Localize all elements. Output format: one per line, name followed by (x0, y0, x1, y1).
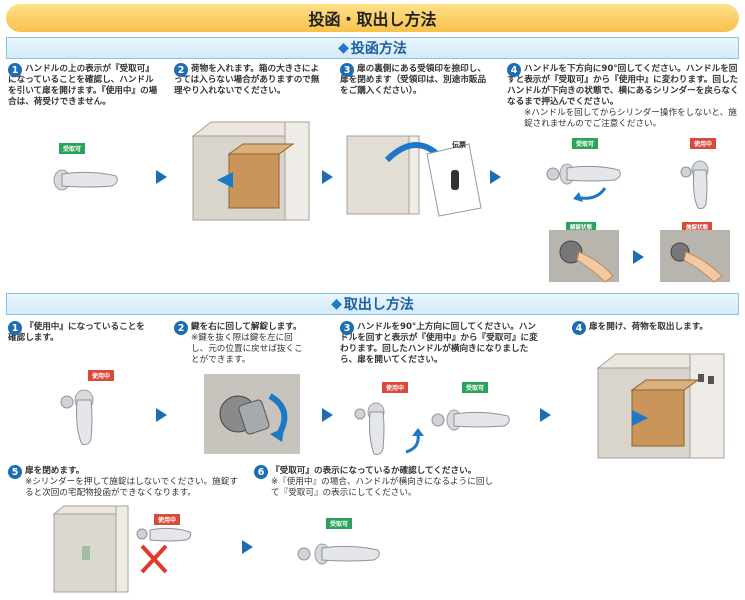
step-text: 扉の裏側にある受領印を捺印し、扉を閉めます（受領印は、別途市販品をご購入ください… (340, 64, 487, 96)
step-arrow-icon (156, 170, 167, 184)
retrieve-step-6: 6 『受取可』の表示になっているか確認してください。 ※『使用中』の場合、ハンド… (254, 465, 494, 499)
step-text: 扉を開け、荷物を取出します。 (589, 322, 709, 332)
step-number-badge: 5 (8, 465, 22, 479)
cylinder-press-locked-illustration (660, 230, 730, 283)
stamp-slip-illustration (346, 135, 482, 217)
closed-mailbox-illustration (52, 505, 129, 593)
retrieve-step-5: 5 扉を閉めます。 ※シリンダーを押して施錠はしないでください。施錠すると次回の… (8, 465, 238, 499)
diamond-icon: ◆ (331, 296, 342, 312)
section-heading-deposit: ◆ 投函方法 (6, 37, 739, 59)
cylinder-press-unlocked-illustration (549, 230, 619, 283)
status-badge-in-use: 使用中 (154, 514, 181, 525)
retrieve-step-3: 3 ハンドルを90°上方向に回してください。ハンドルを回すと表示が『使用中』から… (340, 321, 538, 366)
step-arrow-icon (540, 408, 551, 422)
deposit-step-2: 2 荷物を入れます。箱の大きさによっては入らない場合がありますので無理やり入れな… (174, 63, 324, 97)
step-number-badge: 2 (174, 321, 188, 335)
step-arrow-icon (322, 408, 333, 422)
step-arrow-icon (156, 408, 167, 422)
step-number-badge: 2 (174, 63, 188, 77)
status-badge-available: 受取可 (326, 518, 353, 529)
handle-horizontal-icon (431, 409, 510, 431)
status-badge-available: 受取可 (59, 143, 86, 154)
step-arrow-icon (242, 540, 253, 554)
mailbox-retrieve-illustration (596, 353, 725, 459)
handle-horizontal-icon (53, 169, 118, 191)
retrieve-step-2: 2 鍵を右に回して解錠します。 ※鍵を抜く際は鍵を左に回し、元の位置に戻せば抜く… (174, 321, 306, 366)
step-note: ※シリンダーを押して施錠はしないでください。施錠すると次回の宅配物投函ができなく… (25, 477, 238, 498)
status-badge-in-use: 使用中 (88, 370, 115, 381)
step-number-badge: 4 (572, 321, 586, 335)
status-badge-in-use: 使用中 (382, 382, 409, 393)
deposit-step-1: 1 ハンドルの上の表示が『受取可』になっていることを確認し、ハンドルを引いて扉を… (8, 63, 158, 108)
step-text: 『受取可』の表示になっているか確認してください。 (271, 466, 477, 476)
step-number-badge: 3 (340, 63, 354, 77)
status-badge-in-use: 使用中 (690, 138, 717, 149)
mailbox-insert-illustration (191, 121, 310, 221)
step-text: 『使用中』になっていることを確認します。 (8, 322, 145, 343)
handle-vertical-icon (60, 389, 94, 445)
diamond-icon: ◆ (338, 40, 349, 56)
slip-label: 伝票 (452, 141, 466, 149)
locked-status-label: 施錠状態 (682, 222, 713, 232)
rotate-up-arrow-icon (405, 428, 424, 454)
deposit-step-4: 4 ハンドルを下方向に90°回してください。ハンドルを回すと表示が『受取可』から… (507, 63, 739, 130)
section-heading-deposit-text: 投函方法 (350, 41, 407, 57)
step-arrow-icon (322, 170, 333, 184)
step-text: ハンドルの上の表示が『受取可』になっていることを確認し、ハンドルを引いて扉を開け… (8, 64, 158, 107)
handle-horizontal-icon (297, 543, 380, 565)
unlocked-status-label: 解錠状態 (566, 222, 597, 232)
retrieve-step-4: 4 扉を開け、荷物を取出します。 (572, 321, 742, 335)
step-number-badge: 4 (507, 63, 521, 77)
step-number-badge: 3 (340, 321, 354, 335)
step-note: ※ハンドルを回してからシリンダー操作をしないと、施錠されませんのでご注意ください… (524, 108, 737, 129)
deposit-step-3: 3 扉の裏側にある受領印を捺印し、扉を閉めます（受領印は、別途市販品をご購入くだ… (340, 63, 490, 97)
step-text: ハンドルを下方向に90°回してください。ハンドルを回すと表示が『受取可』から『使… (507, 64, 739, 107)
step-arrow-icon (490, 170, 501, 184)
page-title: 投函・取出し方法 (6, 4, 739, 32)
step-note: ※『使用中』の場合、ハンドルが横向きになるように回して『受取可』の表示にしてくだ… (271, 477, 494, 498)
status-badge-available: 受取可 (572, 138, 599, 149)
step-number-badge: 1 (8, 63, 22, 77)
step-note: ※鍵を抜く際は鍵を左に回し、元の位置に戻せば抜くことができます。 (191, 333, 303, 365)
key-turn-illustration (204, 374, 300, 454)
step-arrow-icon (633, 250, 644, 264)
step-text: 荷物を入れます。箱の大きさによっては入らない場合がありますので無理やり入れないで… (174, 64, 320, 96)
step-text: ハンドルを90°上方向に回してください。ハンドルを回すと表示が『使用中』から『受… (340, 322, 538, 365)
retrieve-step-1: 1 『使用中』になっていることを確認します。 (8, 321, 148, 344)
step-text: 鍵を右に回して解錠します。 (191, 322, 302, 332)
handle-vertical-icon (354, 402, 385, 455)
section-heading-retrieve-text: 取出し方法 (343, 297, 414, 313)
no-lock-warning-illustration (136, 527, 191, 574)
handle-vertical-icon (680, 160, 709, 209)
handle-horizontal-icon (546, 163, 621, 202)
status-badge-available: 受取可 (462, 382, 489, 393)
step-text: 扉を閉めます。 (25, 466, 85, 476)
step-number-badge: 1 (8, 321, 22, 335)
step-number-badge: 6 (254, 465, 268, 479)
section-heading-retrieve: ◆ 取出し方法 (6, 293, 739, 315)
